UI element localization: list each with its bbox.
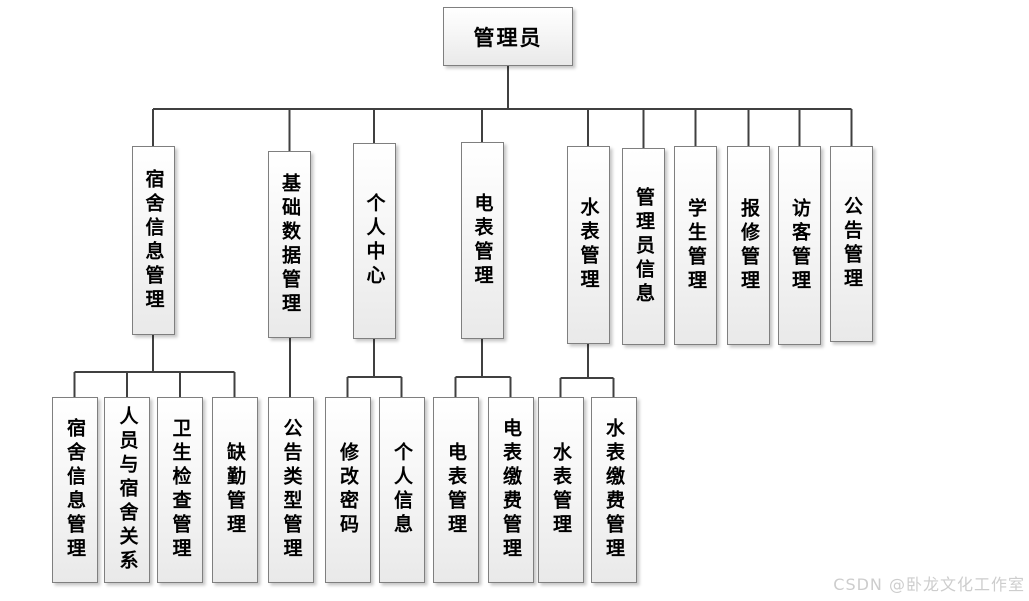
node-water-meter-mgmt: 水表管理 <box>566 146 610 344</box>
node-label: 缺勤管理 <box>224 442 246 538</box>
node-label: 报修管理 <box>738 197 760 294</box>
node-water-fee-mgmt: 水表缴费管理 <box>590 397 637 583</box>
node-electric-fee-mgmt: 电表缴费管理 <box>487 397 534 583</box>
node-label: 访客管理 <box>789 197 811 294</box>
node-label: 宿舍信息管理 <box>142 168 165 313</box>
dorm-children-lines <box>73 335 236 397</box>
water-children-lines <box>559 344 615 397</box>
node-label: 水表缴费管理 <box>603 418 625 562</box>
node-label: 公告类型管理 <box>280 418 303 562</box>
root-bus-line <box>152 66 853 151</box>
csdn-watermark: CSDN @卧龙文化工作室 <box>833 575 1025 594</box>
node-absence-mgmt: 缺勤管理 <box>211 397 258 583</box>
node-label: 管理员信息 <box>633 186 655 307</box>
node-label: 水表管理 <box>550 442 572 538</box>
node-person-dorm-relation: 人员与宿舍关系 <box>104 397 150 583</box>
node-label: 个人中心 <box>363 193 386 289</box>
node-water-meter-sub: 水表管理 <box>537 397 584 583</box>
node-admin-root: 管理员 <box>443 7 573 66</box>
node-repair-mgmt: 报修管理 <box>727 146 770 345</box>
node-dorm-info-mgmt: 宿舍信息管理 <box>131 146 175 335</box>
node-student-mgmt: 学生管理 <box>674 146 717 345</box>
node-visitor-mgmt: 访客管理 <box>778 146 821 345</box>
node-announcement-mgmt: 公告管理 <box>830 146 873 342</box>
node-label: 电表缴费管理 <box>500 418 522 562</box>
node-electric-meter-mgmt: 电表管理 <box>460 142 504 339</box>
node-announcement-type-mgmt: 公告类型管理 <box>268 397 314 583</box>
node-label: 学生管理 <box>685 197 707 294</box>
node-label: 管理员 <box>473 25 543 50</box>
node-label: 基础数据管理 <box>279 172 301 317</box>
node-personal-center: 个人中心 <box>352 143 396 339</box>
node-basic-data-mgmt: 基础数据管理 <box>268 151 311 338</box>
node-change-password: 修改密码 <box>324 397 371 583</box>
node-admin-info: 管理员信息 <box>622 148 665 345</box>
node-label: 个人信息 <box>391 442 413 538</box>
node-label: 电表管理 <box>445 442 467 538</box>
node-hygiene-check-mgmt: 卫生检查管理 <box>157 397 203 583</box>
node-dorm-info-mgmt-sub: 宿舍信息管理 <box>51 397 98 583</box>
node-label: 卫生检查管理 <box>169 418 192 562</box>
node-label: 人员与宿舍关系 <box>116 406 139 574</box>
electric-children-lines <box>454 339 512 397</box>
node-label: 修改密码 <box>337 442 359 538</box>
node-label: 水表管理 <box>577 197 600 293</box>
node-label: 宿舍信息管理 <box>64 418 86 562</box>
node-label: 公告管理 <box>841 196 863 292</box>
personal-children-lines <box>346 339 403 397</box>
node-electric-meter-sub: 电表管理 <box>432 397 479 583</box>
node-label: 电表管理 <box>471 192 494 289</box>
node-personal-info: 个人信息 <box>378 397 425 583</box>
